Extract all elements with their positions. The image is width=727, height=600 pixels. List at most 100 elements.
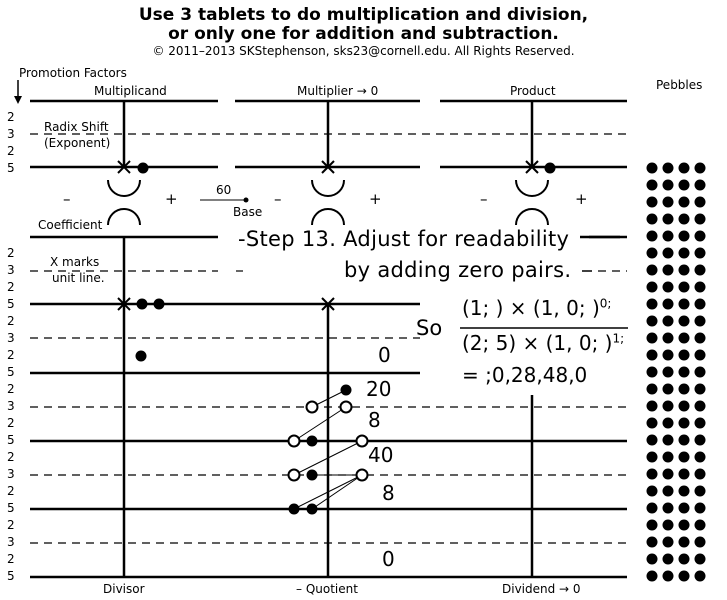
pebble bbox=[694, 502, 706, 514]
pebble bbox=[544, 162, 556, 174]
pebble bbox=[694, 179, 706, 191]
pebble bbox=[662, 468, 674, 480]
pebble bbox=[678, 570, 690, 582]
pebble bbox=[694, 383, 706, 395]
plus-sign-1: + bbox=[165, 190, 178, 208]
pebble bbox=[646, 366, 658, 378]
promotion-factor: 2 bbox=[7, 314, 15, 328]
pebble bbox=[678, 179, 690, 191]
fraction-numerator: (1; ) × (1, 0; )0; bbox=[462, 296, 612, 320]
pebble bbox=[678, 349, 690, 361]
top-tablet-verticals bbox=[122, 101, 534, 167]
pebble bbox=[662, 536, 674, 548]
pebble bbox=[646, 213, 658, 225]
quotient-digit: 0 bbox=[378, 343, 391, 367]
pebble bbox=[694, 400, 706, 412]
promotion-factor: 3 bbox=[7, 399, 15, 413]
pebble bbox=[662, 281, 674, 293]
pebble bbox=[678, 451, 690, 463]
title-line-1: Use 3 tablets to do multiplication and d… bbox=[138, 5, 589, 25]
pebble bbox=[694, 519, 706, 531]
pebble bbox=[694, 434, 706, 446]
pebble bbox=[662, 434, 674, 446]
pebble bbox=[646, 536, 658, 548]
pebble bbox=[678, 468, 690, 480]
pebble bbox=[662, 349, 674, 361]
pebble bbox=[662, 332, 674, 344]
pebble bbox=[662, 366, 674, 378]
pebbles-label: Pebbles bbox=[656, 78, 703, 92]
promotion-factor: 2 bbox=[7, 552, 15, 566]
dividend-label: Dividend → 0 bbox=[502, 582, 581, 596]
pebble bbox=[694, 570, 706, 582]
product-label: Product bbox=[510, 84, 556, 98]
pebble bbox=[646, 349, 658, 361]
bracket-arcs bbox=[107, 179, 549, 226]
base-label: Base bbox=[233, 205, 263, 219]
promotion-factor: 2 bbox=[7, 246, 15, 260]
pebble bbox=[646, 298, 658, 310]
pebble bbox=[678, 162, 690, 174]
promotion-factor: 5 bbox=[7, 365, 15, 379]
pebble bbox=[662, 502, 674, 514]
pebble bbox=[662, 417, 674, 429]
pebble bbox=[678, 417, 690, 429]
pebble bbox=[646, 570, 658, 582]
promotion-factor: 3 bbox=[7, 535, 15, 549]
pebble bbox=[662, 383, 674, 395]
quotient-digit: 8 bbox=[368, 408, 381, 432]
pebble bbox=[646, 468, 658, 480]
promotion-factor: 2 bbox=[7, 280, 15, 294]
pebble bbox=[678, 247, 690, 259]
pebble bbox=[694, 536, 706, 548]
pebble bbox=[646, 315, 658, 327]
pebble bbox=[646, 519, 658, 531]
copyright: © 2011–2013 SKStephenson, sks23@cornell.… bbox=[152, 44, 575, 58]
title-line-2: or only one for addition and subtraction… bbox=[168, 24, 559, 44]
pebble bbox=[646, 264, 658, 276]
pebble bbox=[678, 332, 690, 344]
denominator-exponent: 1; bbox=[612, 331, 625, 346]
pebble bbox=[678, 196, 690, 208]
pebble bbox=[694, 485, 706, 497]
pebble bbox=[678, 315, 690, 327]
pebble bbox=[694, 230, 706, 242]
pebble bbox=[662, 451, 674, 463]
pebble bbox=[662, 400, 674, 412]
pebble bbox=[694, 349, 706, 361]
pebble bbox=[646, 502, 658, 514]
promotion-factor: 3 bbox=[7, 331, 15, 345]
promotion-factors-label: Promotion Factors bbox=[19, 66, 127, 80]
pebble bbox=[678, 281, 690, 293]
pebbles-grid bbox=[646, 162, 706, 582]
promotion-factor: 2 bbox=[7, 348, 15, 362]
pebble bbox=[646, 383, 658, 395]
pebble bbox=[678, 230, 690, 242]
promotion-factor: 5 bbox=[7, 569, 15, 583]
pebble bbox=[646, 417, 658, 429]
pebble bbox=[678, 502, 690, 514]
divisor-label: Divisor bbox=[103, 582, 145, 596]
pebble bbox=[694, 417, 706, 429]
x-marks-label: X marks bbox=[50, 255, 100, 269]
minus-sign-3: – bbox=[480, 190, 488, 208]
pebble bbox=[678, 519, 690, 531]
step-subheading: by adding zero pairs. bbox=[344, 258, 572, 282]
quotient-label: – Quotient bbox=[296, 582, 358, 596]
pebble bbox=[694, 213, 706, 225]
pebble bbox=[694, 196, 706, 208]
x-mark bbox=[117, 160, 539, 174]
pebble bbox=[678, 366, 690, 378]
pebble bbox=[678, 213, 690, 225]
pebble bbox=[646, 162, 658, 174]
pebble bbox=[646, 400, 658, 412]
pebble bbox=[678, 400, 690, 412]
quotient-pebbles-hollow bbox=[287, 400, 369, 482]
step-heading: -Step 13. Adjust for readability bbox=[238, 227, 570, 251]
pebble bbox=[646, 451, 658, 463]
promotion-factor: 5 bbox=[7, 161, 15, 175]
pebble bbox=[662, 570, 674, 582]
pebble bbox=[662, 298, 674, 310]
radix-shift-label: Radix Shift bbox=[44, 120, 109, 134]
